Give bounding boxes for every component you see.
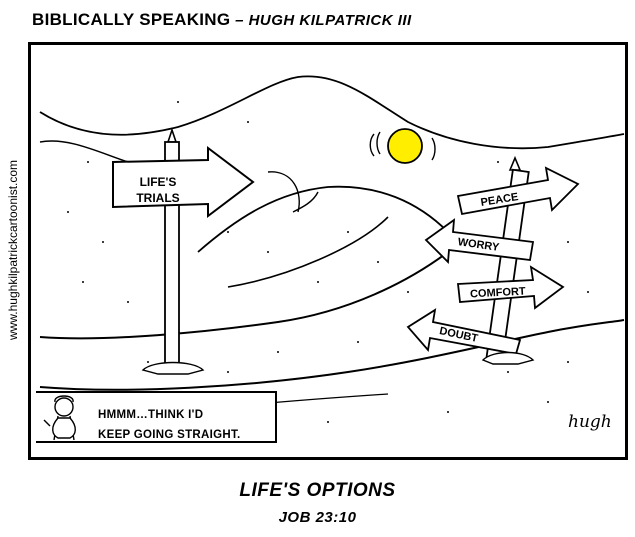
website-credit: www.hughkilpatrickcartoonist.com bbox=[2, 40, 24, 460]
header-dash: – bbox=[230, 12, 249, 29]
peace-label: PEACE bbox=[480, 191, 519, 209]
trials-sign-line2: TRIALS bbox=[136, 191, 179, 205]
worry-sign: WORRY bbox=[424, 218, 535, 265]
trials-post-base bbox=[141, 361, 205, 375]
far-hill-line bbox=[39, 75, 625, 150]
road-edge-upper bbox=[39, 251, 449, 340]
path-curve bbox=[267, 171, 300, 213]
peace-sign: PEACE bbox=[456, 166, 580, 216]
options-post-base bbox=[481, 351, 535, 365]
road-edge-back bbox=[227, 216, 389, 288]
speech-line-2: KEEP GOING STRAIGHT. bbox=[98, 429, 241, 441]
sun-wiggle-right bbox=[431, 137, 436, 161]
comfort-label: COMFORT bbox=[470, 286, 526, 301]
sun bbox=[387, 128, 423, 164]
cartoon-header: BIBLICALLY SPEAKING – HUGH KILPATRICK II… bbox=[32, 10, 412, 38]
speech-box bbox=[36, 391, 277, 443]
worry-label: WORRY bbox=[457, 236, 501, 254]
series-title: BIBLICALLY SPEAKING bbox=[32, 10, 231, 29]
trials-sign-line1: LIFE'S bbox=[140, 175, 177, 189]
website-url: www.hughkilpatrickcartoonist.com bbox=[6, 159, 20, 341]
scripture-reference: JOB 23:10 bbox=[278, 509, 357, 526]
cartoon-panel: LIFE'S TRIALS PEACE WORRY COMFORT DOUBT bbox=[28, 42, 628, 460]
road-edge-lower bbox=[39, 319, 625, 391]
artist-signature: hugh bbox=[568, 412, 612, 432]
comfort-sign: COMFORT bbox=[457, 265, 565, 310]
speech-line-1: HMMM…THINK I'D bbox=[98, 409, 204, 421]
sun-wiggle-left-2 bbox=[376, 131, 381, 155]
hill-contour bbox=[292, 191, 319, 213]
speech-text: HMMM…THINK I'D KEEP GOING STRAIGHT. bbox=[98, 405, 278, 445]
cartoon-illustration: LIFE'S TRIALS PEACE WORRY COMFORT DOUBT bbox=[28, 42, 628, 460]
doubt-sign: DOUBT bbox=[406, 308, 522, 356]
cartoon-title: LIFE'S OPTIONS bbox=[239, 480, 396, 501]
trials-sign-arrow bbox=[112, 145, 255, 219]
sun-wiggle-left bbox=[369, 133, 375, 157]
author-name: HUGH KILPATRICK III bbox=[248, 12, 412, 29]
character-figure bbox=[43, 395, 76, 441]
left-hill-line bbox=[39, 140, 129, 163]
